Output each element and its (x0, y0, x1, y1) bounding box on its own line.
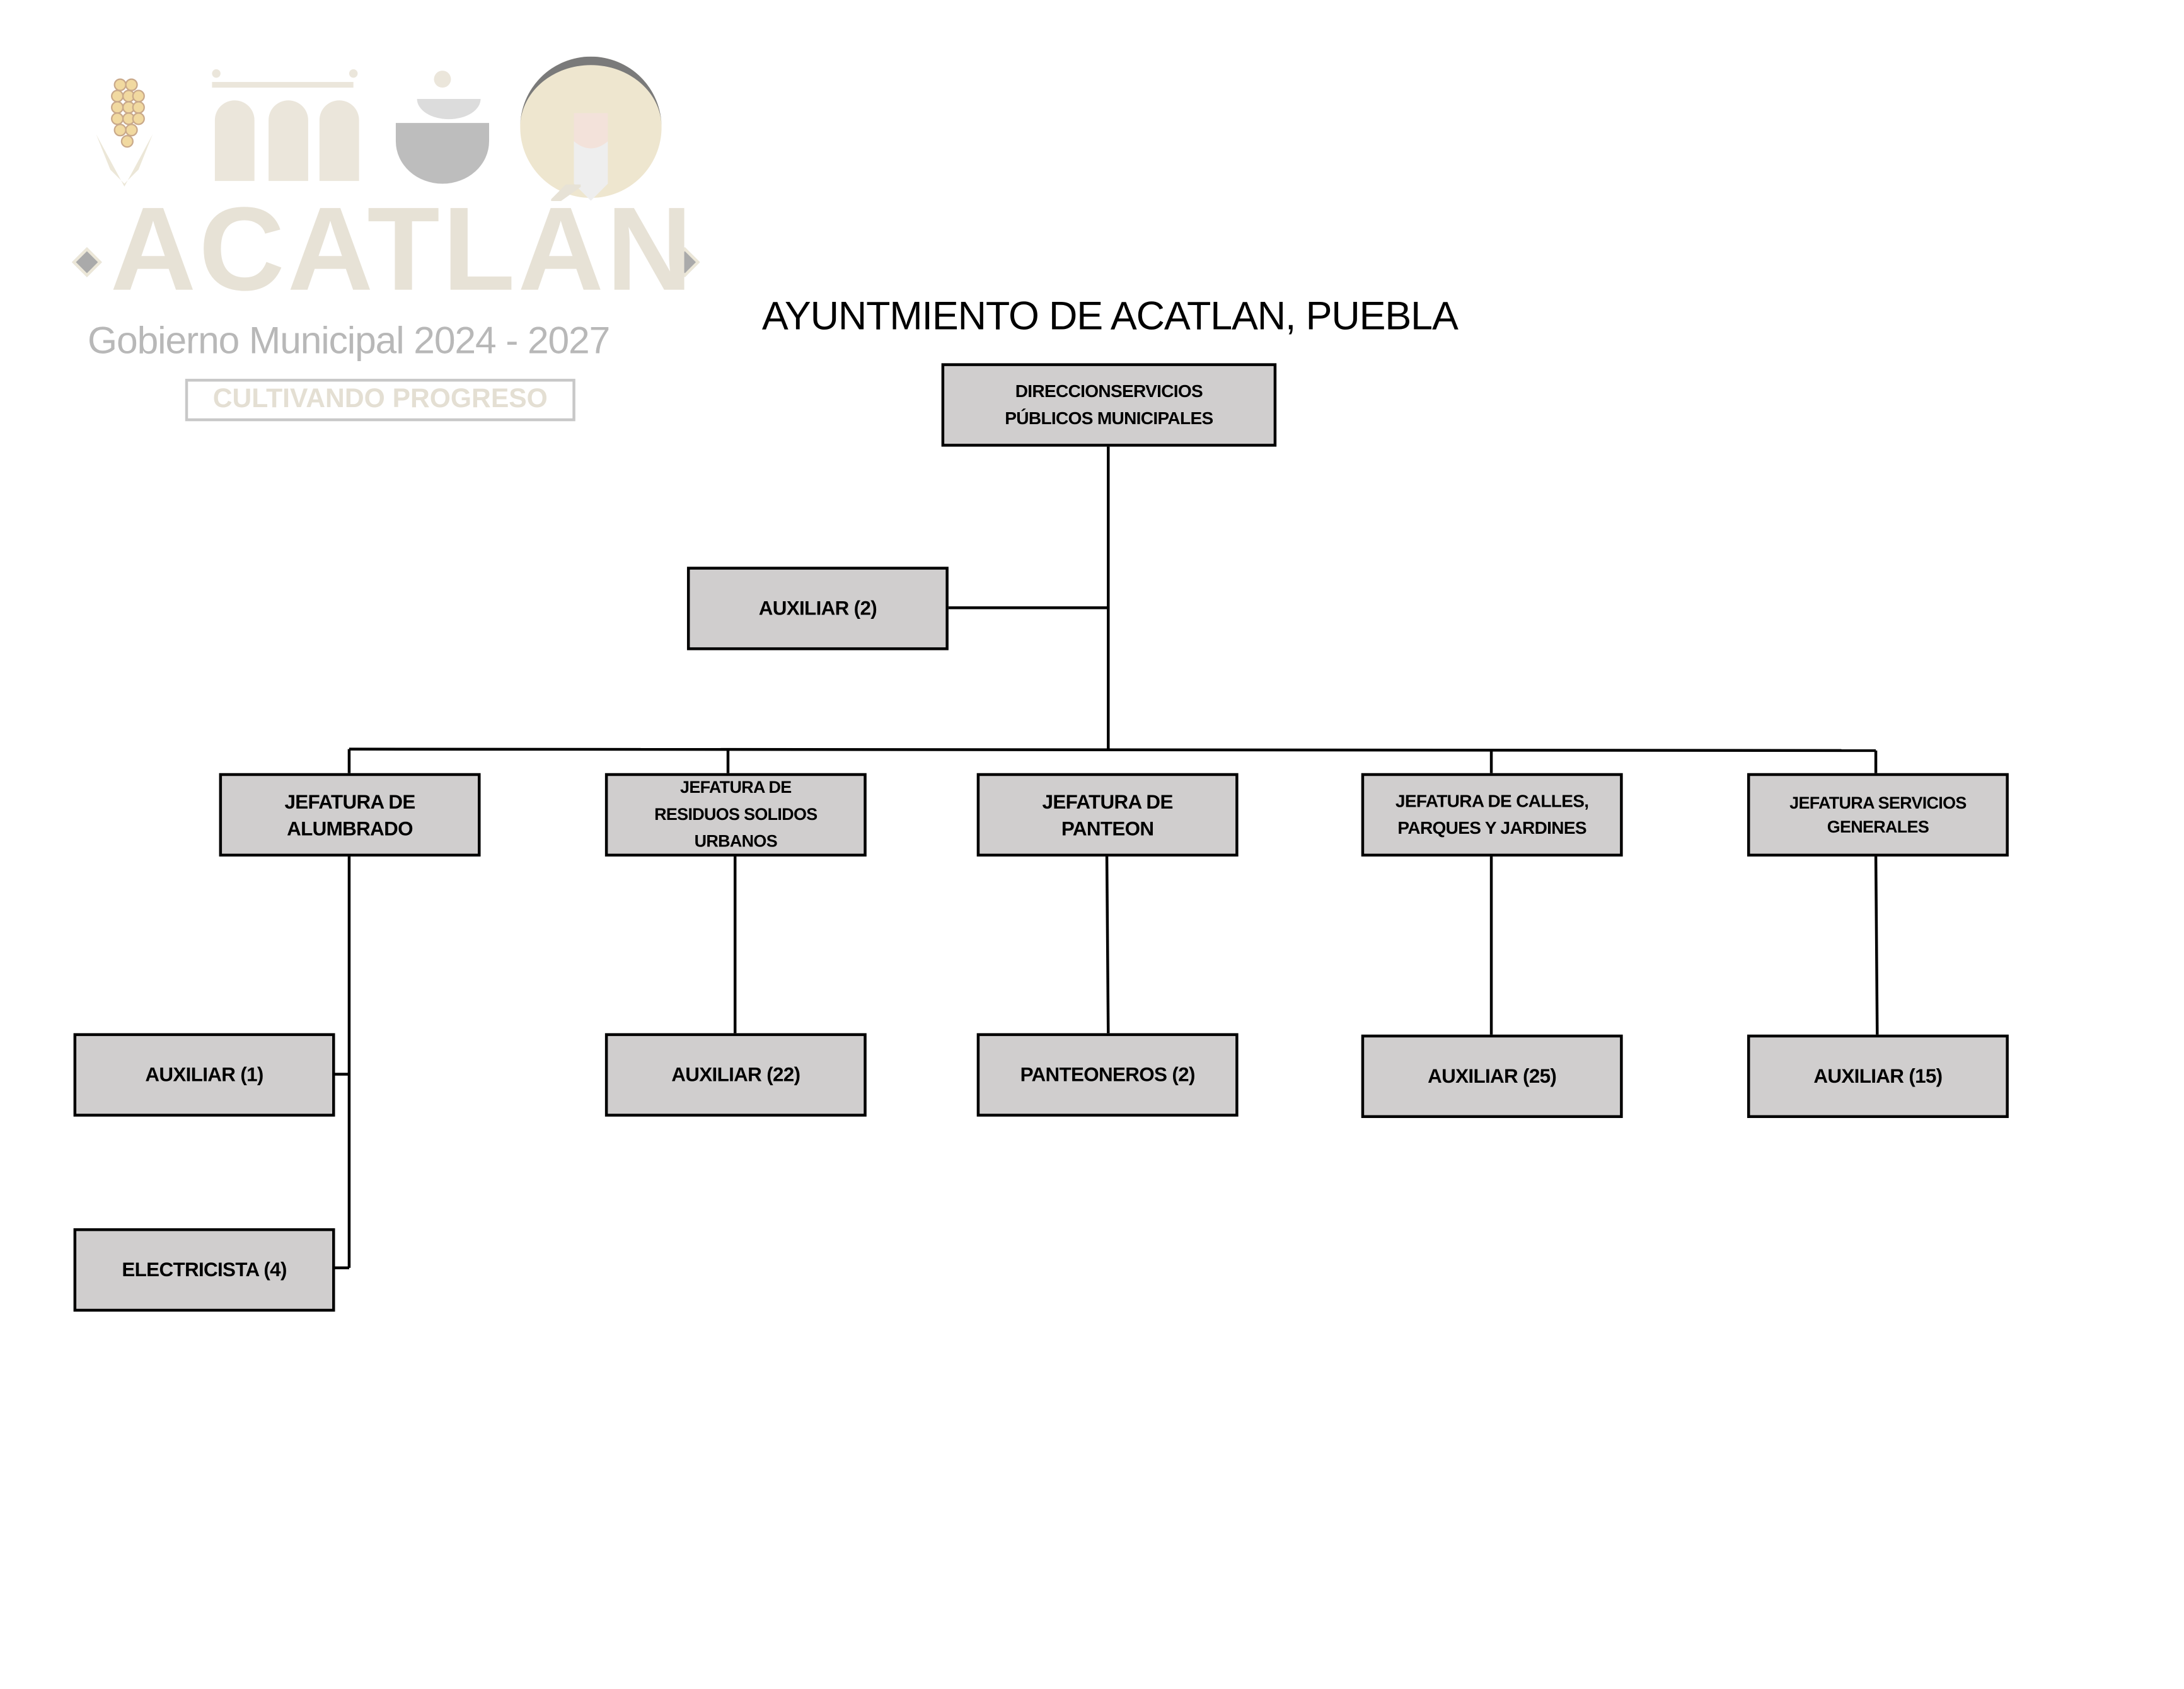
org-box-label: AUXILIAR (25) (1428, 1064, 1557, 1087)
org-box-staff: PANTEONEROS (2) (976, 1033, 1239, 1117)
org-box-label: JEFATURA DE PANTEON (1042, 789, 1174, 839)
org-box-department: JEFATURA DE ALUMBRADO (219, 773, 481, 857)
page-title: AYUNTMIENTO DE ACATLAN, PUEBLA (761, 294, 1459, 338)
logo-motto: CULTIVANDO PROGRESO (185, 379, 575, 422)
municipal-logo (57, 56, 721, 439)
org-box-department: JEFATURA DE CALLES, PARQUES Y JARDINES (1361, 773, 1623, 857)
org-box-staff: AUXILIAR (25) (1361, 1034, 1623, 1118)
org-box-label: JEFATURA SERVICIOS GENERALES (1789, 793, 1967, 836)
logo-subtitle: Gobierno Municipal 2024 - 2027 (88, 319, 610, 362)
org-box-staff: AUXILIAR (15) (1747, 1034, 2009, 1118)
org-box-label: AUXILIAR (2) (758, 596, 877, 620)
org-box-label: AUXILIAR (15) (1813, 1064, 1943, 1087)
org-box-label: JEFATURA DE CALLES, PARQUES Y JARDINES (1395, 792, 1589, 838)
org-box-label: AUXILIAR (22) (671, 1063, 800, 1086)
org-box-label: ELECTRICISTA (4) (122, 1258, 287, 1281)
org-box-label: JEFATURA DE RESIDUOS SOLIDOS URBANOS (654, 776, 818, 851)
org-box-department: JEFATURA DE RESIDUOS SOLIDOS URBANOS (604, 773, 867, 857)
org-box-direction: DIRECCIONSERVICIOS PÚBLICOS MUNICIPALES (941, 363, 1277, 447)
org-box-department: JEFATURA DE PANTEON (976, 773, 1239, 857)
org-box-label: PANTEONEROS (2) (1020, 1063, 1196, 1086)
org-box-staff: AUXILIAR (22) (604, 1033, 867, 1117)
logo-name: ACATLÁN (110, 182, 695, 316)
org-box-staff: AUXILIAR (1) (73, 1033, 335, 1117)
org-box-label: JEFATURA DE ALUMBRADO (284, 789, 415, 839)
org-box-label: AUXILIAR (1) (145, 1063, 263, 1086)
org-box-label: DIRECCIONSERVICIOS PÚBLICOS MUNICIPALES (1005, 382, 1213, 428)
logo-emblem-icon (96, 56, 662, 201)
org-box-department: JEFATURA SERVICIOS GENERALES (1747, 773, 2009, 857)
org-box-assistant: AUXILIAR (2) (686, 567, 949, 650)
org-box-staff: ELECTRICISTA (4) (73, 1228, 335, 1312)
